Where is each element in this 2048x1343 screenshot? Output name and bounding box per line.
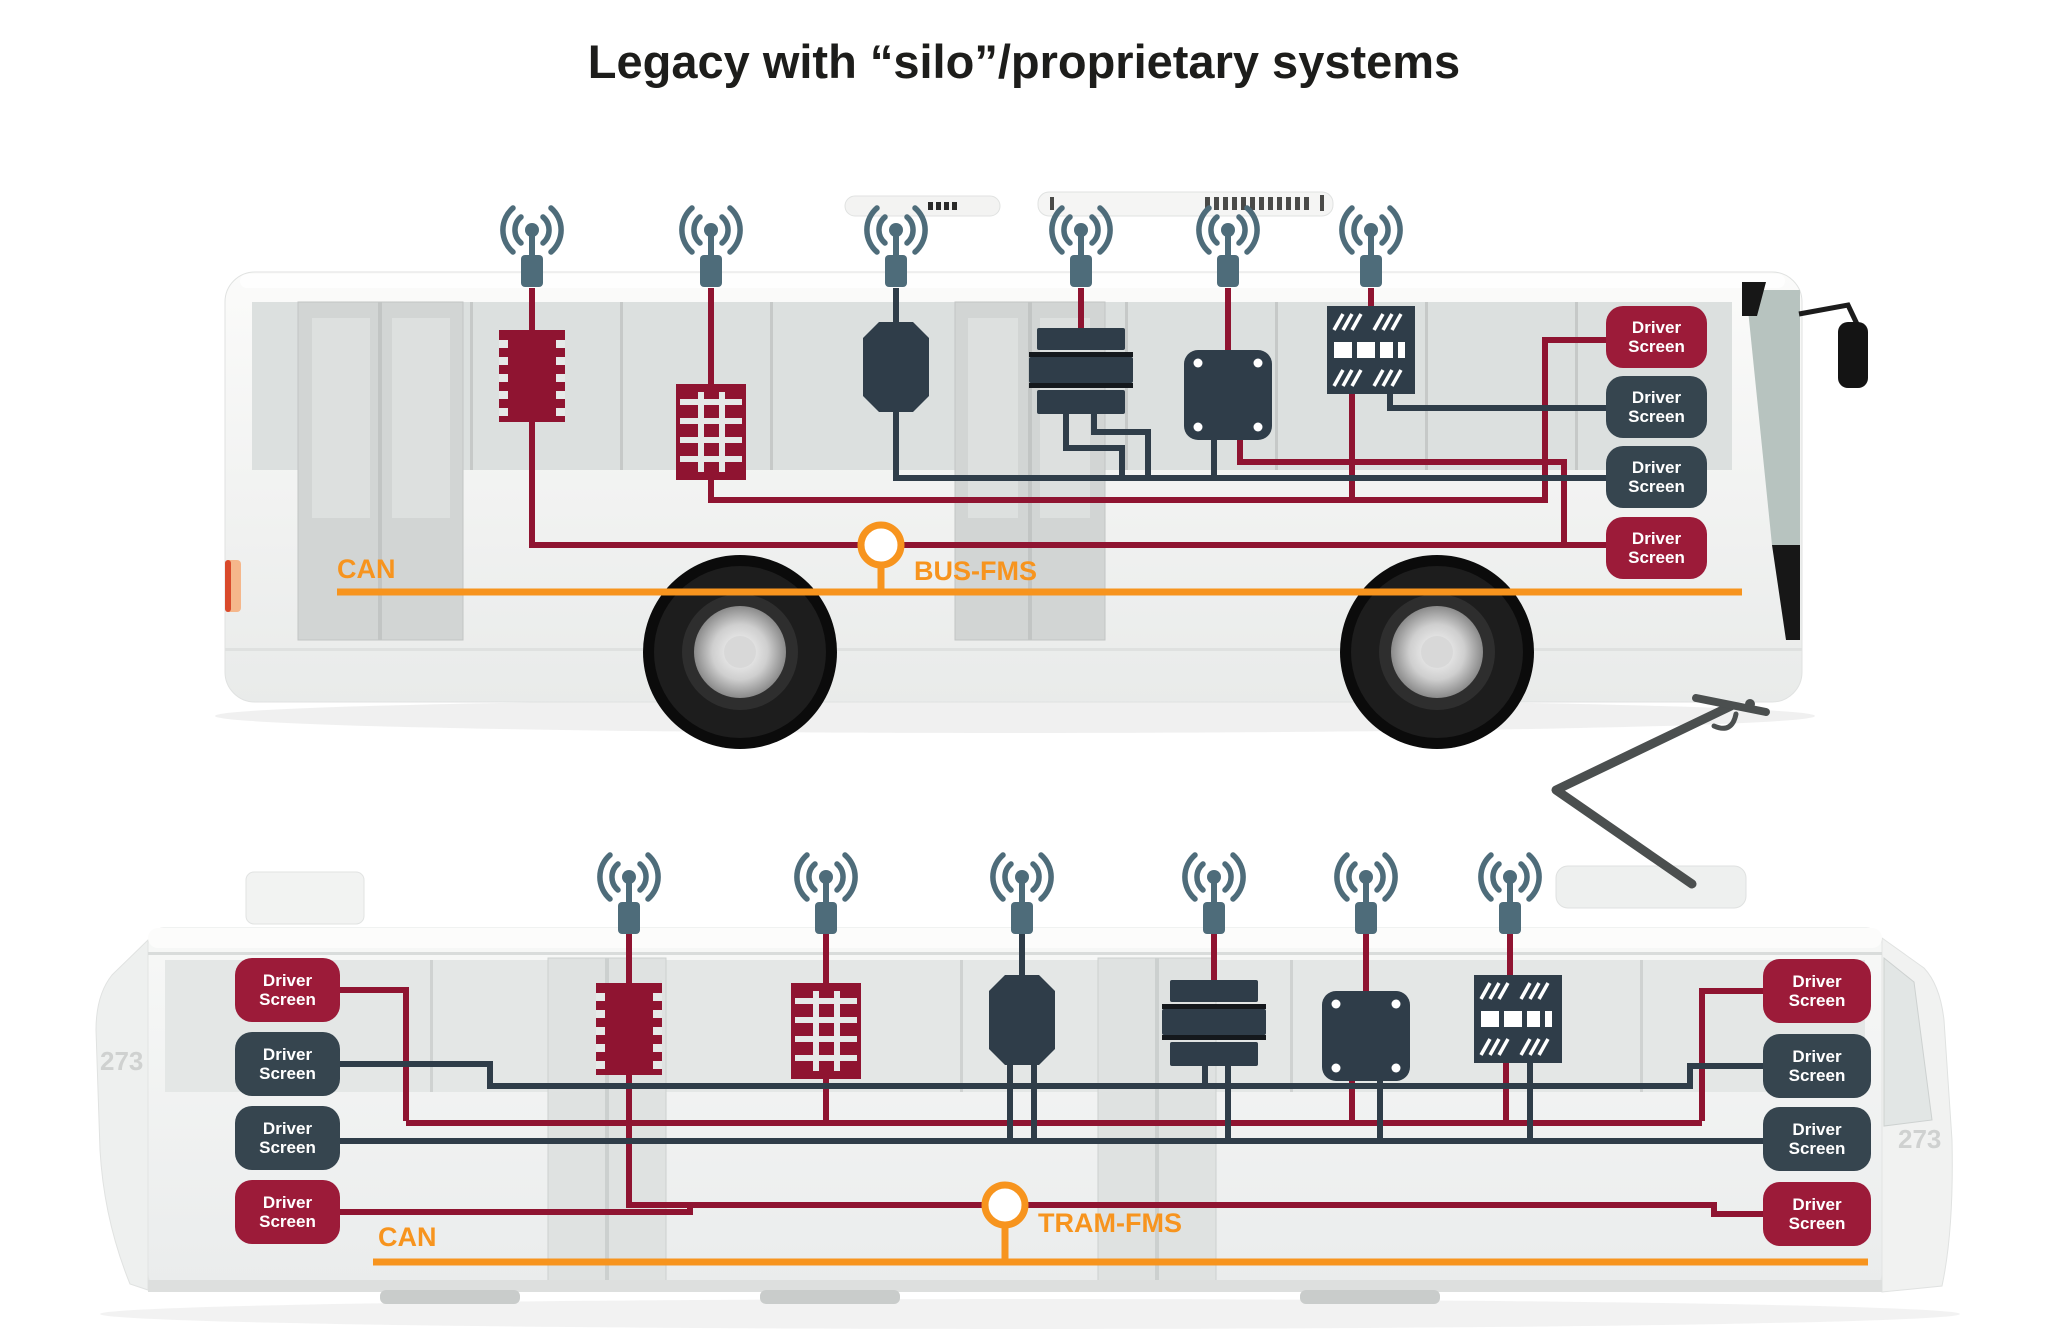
octagon-device-icon	[989, 975, 1055, 1065]
stack-device-icon	[1029, 328, 1133, 414]
driver-screen-badge: Driver Screen	[1763, 1034, 1871, 1098]
wire-maroon	[1237, 438, 1567, 545]
wire-slate	[340, 1061, 1763, 1089]
tram-unit-number: 273	[100, 1046, 144, 1076]
bus-roof-vent-grille	[928, 202, 957, 210]
wire-maroon	[626, 1073, 984, 1208]
bus-rear-door	[297, 301, 464, 641]
driver-screen-badge: Driver Screen	[235, 958, 340, 1022]
bus-device-layer	[499, 306, 1415, 480]
tram-fms-label: TRAM-FMS	[1038, 1208, 1182, 1238]
wire-slate	[1387, 392, 1606, 411]
tram-windshield	[1883, 956, 1933, 1127]
hatched-box-device-icon	[1474, 975, 1562, 1063]
antenna-icon	[679, 205, 743, 287]
bus-wiring	[337, 288, 1742, 596]
bus-front-wheel	[643, 555, 837, 749]
pantograph-icon	[1551, 694, 1770, 889]
antenna-icon	[1049, 205, 1113, 287]
bus-can-label: CAN	[337, 554, 396, 584]
tram-can-label: CAN	[378, 1222, 437, 1252]
octagon-device-icon	[863, 322, 929, 412]
driver-screen-badge: Driver Screen	[1763, 1182, 1871, 1246]
screw-box-device-icon	[1322, 991, 1410, 1081]
chip-device-icon	[596, 983, 662, 1075]
tram-antenna-layer	[597, 852, 1542, 934]
antenna-icon	[597, 852, 661, 934]
driver-screen-badge: Driver Screen	[1763, 959, 1871, 1023]
tram-fms-node-layer	[981, 1181, 1029, 1229]
tram-shadow	[100, 1299, 1960, 1329]
wire-maroon	[1026, 1202, 1763, 1217]
tram-unit-number: 273	[1898, 1124, 1942, 1154]
screw-box-device-icon	[1184, 350, 1272, 440]
tram-rear-nose	[95, 938, 149, 1291]
antenna-icon	[990, 852, 1054, 934]
grid-device-icon	[791, 983, 861, 1079]
driver-screen-badge: Driver Screen	[1606, 376, 1707, 438]
bus-roof-ac-ribs	[1050, 195, 1324, 211]
antenna-icon	[1478, 852, 1542, 934]
tram-roof-line	[148, 952, 1882, 955]
tram-roof-strip	[148, 928, 1882, 948]
driver-screen-badge: Driver Screen	[1606, 306, 1707, 368]
grid-device-icon	[676, 384, 746, 480]
antenna-icon	[1196, 205, 1260, 287]
tram-roof-box	[245, 871, 365, 925]
wire-maroon	[708, 337, 1606, 503]
tram-underbody	[380, 1290, 1440, 1304]
wire-maroon	[1699, 988, 1763, 1121]
bus-a-pillar	[1742, 282, 1766, 316]
antenna-icon	[1334, 852, 1398, 934]
wire-maroon	[340, 987, 409, 1121]
bus-tail-light	[225, 560, 241, 612]
driver-screen-badge: Driver Screen	[235, 1180, 340, 1244]
bus-fms-label: BUS-FMS	[914, 556, 1037, 586]
bus-roof-highlight	[240, 274, 1785, 288]
antenna-icon	[500, 205, 564, 287]
antenna-icon	[864, 205, 928, 287]
driver-screen-badge: Driver Screen	[1763, 1107, 1871, 1171]
antenna-icon	[794, 852, 858, 934]
bus-skirt-line	[225, 648, 1802, 651]
bus-fms-node-layer	[857, 521, 905, 569]
chip-device-icon	[499, 330, 565, 422]
stack-device-icon	[1162, 980, 1266, 1066]
wire-slate	[1091, 412, 1151, 478]
fms-node-icon	[857, 521, 905, 569]
tram-device-layer	[596, 975, 1562, 1081]
driver-screen-badge: Driver Screen	[1606, 517, 1707, 579]
hatched-box-device-icon	[1327, 306, 1415, 394]
wire-maroon	[340, 1205, 693, 1215]
bus-front-panel	[1772, 545, 1800, 640]
bus-mirror	[1798, 302, 1868, 388]
bus-antenna-layer	[500, 205, 1403, 287]
fms-node-icon	[981, 1181, 1029, 1229]
antenna-icon	[1182, 852, 1246, 934]
wire-slate	[893, 410, 1606, 481]
tram-wiring	[340, 934, 1868, 1266]
tram-window-pillars	[430, 960, 1643, 1092]
tram-skirt	[148, 1280, 1882, 1292]
bus-windshield	[1746, 290, 1800, 545]
driver-screen-badge: Driver Screen	[235, 1032, 340, 1096]
bus-shadow	[215, 699, 1815, 733]
pantograph-base	[1555, 865, 1747, 909]
wire-maroon	[529, 420, 860, 548]
antenna-icon	[1339, 205, 1403, 287]
page-title: Legacy with “silo”/proprietary systems	[587, 35, 1461, 88]
driver-screen-badge: Driver Screen	[235, 1106, 340, 1170]
wire-slate	[1063, 412, 1125, 478]
bus-rear-wheel	[1340, 555, 1534, 749]
driver-screen-badge: Driver Screen	[1606, 446, 1707, 508]
